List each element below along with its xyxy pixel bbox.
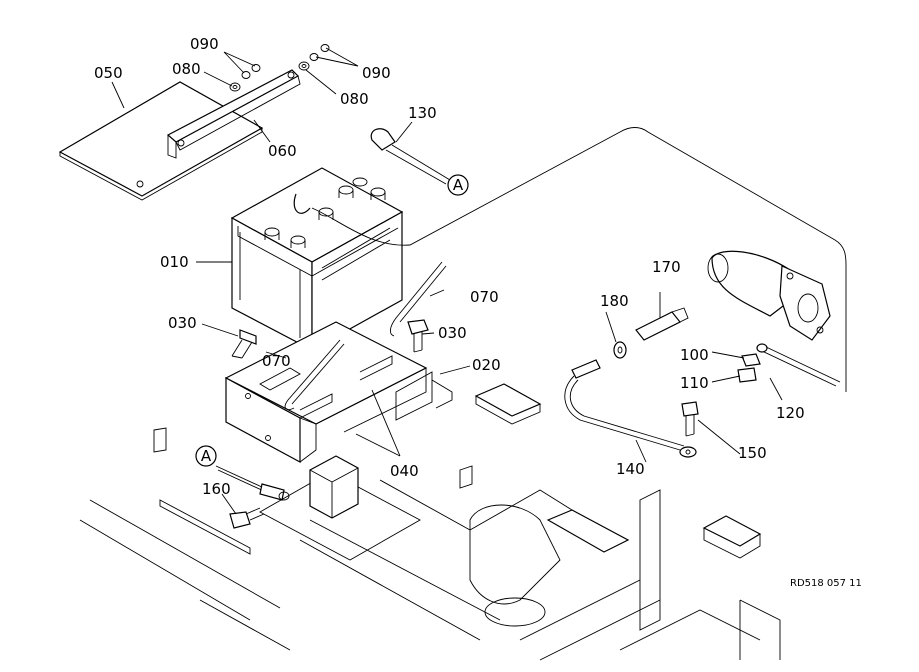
starter-terminal-hardware [737, 343, 841, 387]
machine-frame [79, 383, 781, 661]
label-140: 140 [616, 460, 645, 478]
starter-motor [707, 250, 831, 341]
label-100: 100 [680, 346, 709, 364]
ground-cable-lower [215, 465, 290, 501]
part-labels: 050 080 090 090 080 060 130 010 030 070 … [94, 35, 805, 498]
leader-lines [111, 47, 783, 515]
label-020: 020 [472, 356, 501, 374]
label-080-right: 080 [340, 90, 369, 108]
label-120: 120 [776, 404, 805, 422]
label-040: 040 [390, 462, 419, 480]
label-090-right: 090 [362, 64, 391, 82]
label-090-left: 090 [190, 35, 219, 53]
callout-a-upper-text: A [453, 176, 464, 194]
label-150: 150 [738, 444, 767, 462]
bolt-170 [635, 307, 689, 341]
callout-a-lower-text: A [201, 447, 212, 465]
battery-cover-plate [58, 81, 264, 201]
battery-ground-cable [564, 359, 697, 458]
battery-hold-bar [166, 69, 301, 159]
label-110: 110 [680, 374, 709, 392]
callout-a-upper: A [447, 174, 469, 196]
tray-bolt-right [407, 319, 429, 353]
label-070-right: 070 [470, 288, 499, 306]
label-030-left: 030 [168, 314, 197, 332]
battery-cable-to-starter [311, 127, 847, 392]
label-050: 050 [94, 64, 123, 82]
j-bolt-left [284, 339, 345, 411]
label-160: 160 [202, 480, 231, 498]
label-130: 130 [408, 104, 437, 122]
label-080-left: 080 [172, 60, 201, 78]
label-170: 170 [652, 258, 681, 276]
label-060: 060 [268, 142, 297, 160]
drawing-code: RD518 057 11 [790, 578, 862, 589]
label-180: 180 [600, 292, 629, 310]
washer-180 [613, 341, 627, 359]
callout-a-lower: A [195, 445, 217, 467]
battery [230, 167, 404, 352]
j-bolt-right [389, 261, 447, 337]
battery-tray [224, 321, 453, 464]
battery-terminal-cable [370, 128, 451, 185]
bolt-160 [229, 507, 265, 529]
label-070-left: 070 [262, 352, 291, 370]
bolt-150 [681, 401, 699, 437]
label-030-right: 030 [438, 324, 467, 342]
tray-bolt-left [231, 329, 257, 359]
label-010: 010 [160, 253, 189, 271]
